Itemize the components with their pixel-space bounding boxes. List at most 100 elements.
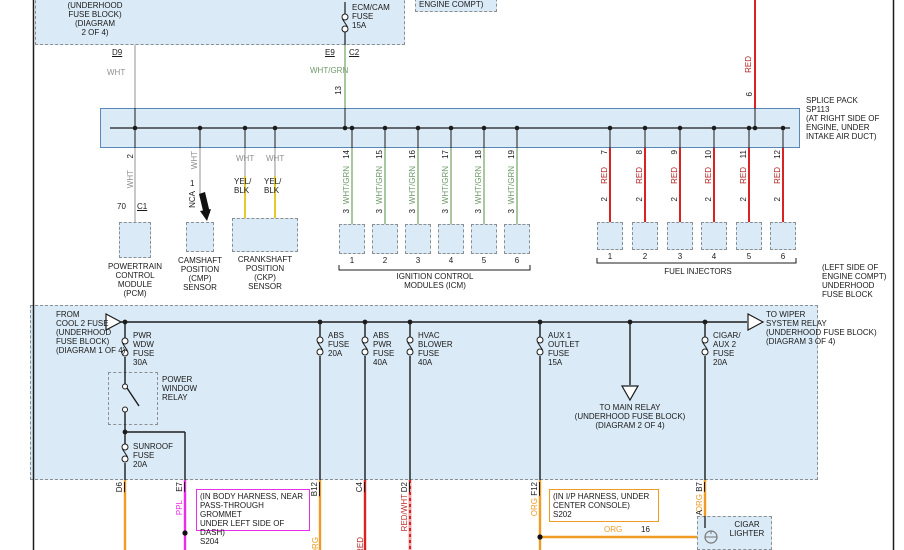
aux1-fuse-label: AUX 1 OUTLET FUSE 15A [548,331,580,367]
icm-wire-num-6: 19 [507,150,516,159]
inj-pin-1: 2 [600,197,609,202]
branch-wires [134,148,784,224]
abs-fuse-label: ABS FUSE 20A [328,331,350,358]
icm-pin-1: 3 [342,209,351,214]
feed-wires [134,0,756,108]
inj-unit-5: 5 [746,252,752,261]
abs-pwr-fuse-label: ABS PWR FUSE 40A [373,331,395,367]
sunroof-fuse-label: SUNROOF FUSE 20A [133,442,173,469]
inj-unit-6: 6 [780,252,786,261]
conn-c4-label: C4 [355,482,364,493]
pcm-wire-color: WHT [126,170,135,189]
wire-color-ppl: PPL [175,500,184,516]
underhood-fuse-block-main-box [30,305,818,480]
cigar-aux2-fuse-label: CIGAR/ AUX 2 FUSE 20A [713,331,741,367]
ckp-wire-color-2: WHT [266,154,285,163]
pin-6-label: 6 [745,92,754,97]
from-cool2-label: FROM COOL 2 FUSE (UNDERHOOD FUSE BLOCK) … [56,310,126,355]
conn-d2-label: D2 [400,482,409,493]
inj-wire-num-6: 12 [773,150,782,159]
injector-box-2 [632,222,658,250]
cmp-pin-1: 1 [190,179,195,188]
inj-wire-color-4: RED [704,167,713,184]
pcm-box [119,222,151,258]
icm-box-2 [372,224,398,254]
icm-wire-color-2: WHT/GRN [375,166,384,205]
aux1-fuse-symbol [536,336,544,356]
inj-pin-5: 2 [739,197,748,202]
inj-pin-6: 2 [773,197,782,202]
wire-color-org-horizontal: ORG [604,525,623,534]
inj-pin-4: 2 [704,197,713,202]
icm-wire-num-2: 15 [375,150,384,159]
injector-box-4 [701,222,727,250]
harness-splice-dots [182,530,543,540]
ckp-wire-color-1: WHT [236,154,255,163]
injector-box-6 [770,222,796,250]
wire-color-redwht: RED/WHT [400,494,409,532]
icm-wire-color-3: WHT/GRN [408,166,417,205]
icm-unit-3: 3 [415,256,421,265]
icm-box-1 [339,224,365,254]
underhood-fuse-block-2of4-box [35,0,405,45]
pcm-pin-70: 70 [117,202,126,211]
ckp-box [232,218,298,252]
icm-box-6 [504,224,530,254]
abs-pwr-fuse-symbol [361,336,369,356]
engine-compt-label: ENGINE COMPT) [419,0,484,9]
inj-wire-num-1: 7 [600,150,609,155]
pcm-splice-pin: 2 [126,154,135,159]
wire-color-org-f12: ORG [530,498,539,517]
conn-b7-label: B7 [695,482,704,492]
icm-wire-color-5: WHT/GRN [474,166,483,205]
junction-dots [122,319,708,435]
page-frame [32,0,895,550]
icm-wire-num-5: 18 [474,150,483,159]
cigar-lighter-label: CIGAR LIGHTER [729,520,765,538]
icm-wire-num-3: 16 [408,150,417,159]
icm-unit-2: 2 [382,256,388,265]
inj-wire-num-2: 8 [635,150,644,155]
inj-wire-num-3: 9 [670,150,679,155]
engine-compt-box [415,0,497,12]
cmp-shield-arrow [199,192,211,221]
conn-f12-label: F12 [530,482,539,496]
cmp-nca-label: NCA [188,191,197,208]
icm-pin-3: 3 [408,209,417,214]
inj-wire-color-3: RED [670,167,679,184]
ecm-cam-fuse-label: ECM/CAM FUSE 15A [352,3,390,30]
injector-box-3 [667,222,693,250]
hvac-fuse-label: HVAC BLOWER FUSE 40A [418,331,453,367]
underhood-block-label: (UNDERHOOD FUSE BLOCK) (DIAGRAM 2 OF 4) [67,1,123,37]
pcm-name: POWERTRAIN CONTROL MODULE (PCM) [107,262,163,298]
sunroof-fuse-symbol [121,443,129,463]
conn-e7-label: E7 [175,482,184,492]
cigar-fuse-symbol [701,336,709,356]
icm-unit-4: 4 [448,256,454,265]
icm-wire-color-1: WHT/GRN [342,166,351,205]
icm-pin-5: 3 [474,209,483,214]
power-window-relay-label: POWER WINDOW RELAY [162,375,198,402]
cigar-pin-a: A [695,510,704,516]
conn-b12-label: B12 [310,482,319,497]
inj-unit-3: 3 [677,252,683,261]
ecm-cam-fuse-symbol [341,13,349,33]
icm-wire-num-4: 17 [441,150,450,159]
pin-13-label: 13 [334,86,343,95]
inj-wire-num-4: 10 [704,150,713,159]
inj-pin-2: 2 [635,197,644,202]
splice-pack-note: SPLICE PACK SP113 (AT RIGHT SIDE OF ENGI… [806,96,880,141]
hvac-fuse-symbol [406,336,414,356]
wire-color-wht-d9: WHT [107,68,126,77]
wire-color-whtgrn-feed: WHT/GRN [310,66,349,75]
s204-note-box: (IN BODY HARNESS, NEAR PASS-THROUGH GROM… [196,489,310,546]
inj-unit-1: 1 [607,252,613,261]
s202-note-box: (IN I/P HARNESS, UNDER CENTER CONSOLE) S… [549,489,659,522]
wire-color-red-c4: RED [356,537,365,550]
to-wiper-relay-label: TO WIPER SYSTEM RELAY (UNDERHOOD FUSE BL… [766,310,877,346]
ckp-yelblk-1: YEL/ BLK [234,177,252,195]
conn-e9-label: E9 [325,48,335,57]
icm-pin-4: 3 [441,209,450,214]
inj-wire-color-1: RED [600,167,609,184]
